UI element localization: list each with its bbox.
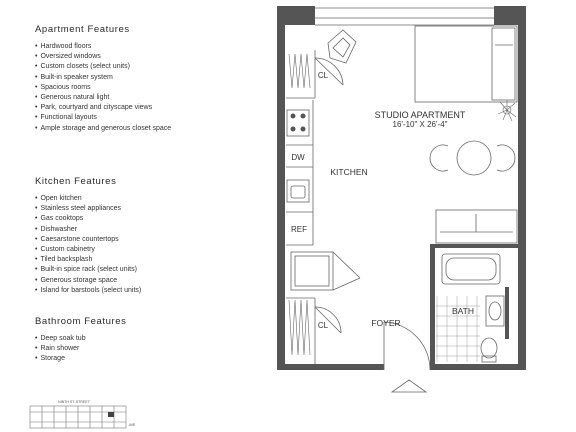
feature-list-item: Custom cabinetry [35,245,270,255]
kitchen-features-title: Kitchen Features [35,176,117,187]
foyer-label: FOYER [371,318,400,328]
feature-list-item: Rain shower [35,344,270,354]
bath-label: BATH [452,306,474,316]
apartment-features-title: Apartment Features [35,24,130,35]
closet-bottom-label: CL [318,321,329,330]
feature-list-item: Open kitchen [35,194,270,204]
feature-list-item: Caesarstone countertops [35,235,270,245]
feature-list-item: Custom closets (select units) [35,62,270,72]
wall-top-left [277,6,315,25]
feature-list-item: Functional layouts [35,113,270,123]
sink [286,179,310,203]
kitchen-label: KITCHEN [330,167,367,177]
feature-list-item: Generous natural light [35,93,270,103]
dishwasher-label: DW [291,153,305,162]
feature-list-item: Spacious rooms [35,83,270,93]
bed-pillows [491,27,516,101]
feature-list-item: Oversized windows [35,52,270,62]
plant-icon [497,100,517,122]
cooktop [286,109,310,137]
feature-list-item: Built-in spice rack (select units) [35,265,270,275]
refrigerator-label: REF [291,225,307,234]
key-plan-street-label: NINTH ST. STREET [58,400,90,404]
feature-list-item: Island for barstools (select units) [35,286,270,296]
bathtub [441,253,501,285]
closet-top-hangers [288,53,311,89]
kitchen-features-list: Open kitchenStainless steel appliancesGa… [35,194,270,296]
armchair [327,29,357,64]
feature-list-item: Ample storage and generous closet space [35,124,270,134]
unit-name-label: STUDIO APARTMENT [375,110,466,120]
feature-list-item: Gas cooktops [35,214,270,224]
feature-list-item: Storage [35,354,270,364]
closet-bottom-hangers [288,299,311,356]
feature-list-item: Deep soak tub [35,334,270,344]
wall-bath-left [430,244,435,370]
dining-chair-right [496,144,516,172]
feature-list-item: Generous storage space [35,276,270,286]
wall-right [518,6,526,370]
entry-arrow-icon [390,379,428,393]
sofa [435,209,518,244]
feature-list-item: Hardwood floors [35,42,270,52]
storage-closet [290,251,334,291]
feature-list-item: Park, courtyard and cityscape views [35,103,270,113]
bathroom-features-list: Deep soak tubRain showerStorage [35,334,270,365]
vanity [485,295,505,327]
bathroom-features-section: Bathroom Features Deep soak tubRain show… [35,316,270,365]
wall-bath-top [430,244,522,248]
closet-top-label: CL [318,71,329,80]
wall-bath-vanity [505,287,509,339]
toilet [480,337,498,359]
feature-list-item: Stainless steel appliances [35,204,270,214]
wall-bottom-left [277,364,384,370]
apartment-features-list: Hardwood floorsOversized windowsCustom c… [35,42,270,134]
key-plan-unit-marker [108,412,114,417]
wall-left [277,6,285,370]
feature-list-item: Tiled backsplash [35,255,270,265]
dining-table [456,140,492,176]
kitchen-features-section: Kitchen Features Open kitchenStainless s… [35,176,270,296]
feature-list-item: Built-in speaker system [35,73,270,83]
unit-dimensions-label: 16'-10" X 26'-4" [393,120,448,129]
bed [414,25,518,103]
key-plan: NINTH ST. STREET AVE [29,400,136,429]
wall-bottom-right [430,364,526,370]
apartment-features-section: Apartment Features Hardwood floorsOversi… [35,24,270,134]
key-plan-side-label: AVE [129,423,136,427]
bathroom-features-title: Bathroom Features [35,316,127,327]
feature-list-item: Dishwasher [35,225,270,235]
dining-chair-left [429,144,449,172]
